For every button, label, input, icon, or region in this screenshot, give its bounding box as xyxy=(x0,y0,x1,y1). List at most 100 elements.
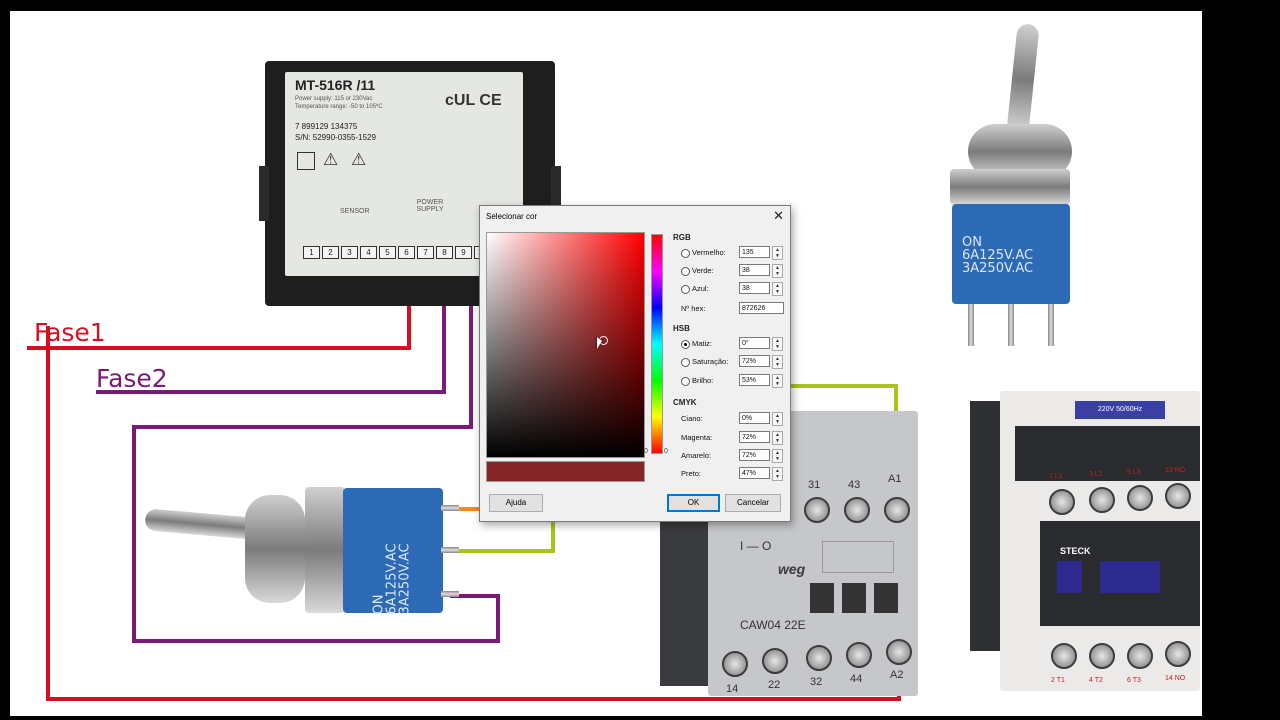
weg-terminal-bottom-label: 32 xyxy=(810,676,823,688)
controller-side-tab-left xyxy=(259,166,269,221)
hue-row: Matiz: 0° ▲▼ xyxy=(681,337,785,351)
terminal-screw-icon xyxy=(1127,643,1153,669)
ok-button[interactable]: OK xyxy=(667,494,720,512)
weg-terminal-bottom-label: 44 xyxy=(850,673,863,685)
double-insulation-icon xyxy=(297,152,315,170)
cancel-button[interactable]: Cancelar xyxy=(725,494,781,512)
mouse-pointer-icon xyxy=(597,337,602,349)
green-radio[interactable] xyxy=(681,267,690,276)
blue-label: Azul: xyxy=(692,284,709,293)
color-preview xyxy=(486,461,645,482)
weg-logo: weg xyxy=(778,561,806,577)
warning-triangle-icon: ⚠ xyxy=(323,150,339,169)
saturation-spinner[interactable]: ▲▼ xyxy=(772,355,783,369)
blue-radio[interactable] xyxy=(681,285,690,294)
terminal-screw-icon xyxy=(846,642,872,668)
hsb-header: HSB xyxy=(673,324,690,333)
yellow-row: Amarelo: 72% ▲▼ xyxy=(681,449,785,463)
contactor-weg: 31 43 A1 I — O weg CAW04 22E 14 22 32 44… xyxy=(660,411,922,701)
terminal-screw-icon xyxy=(1049,489,1075,515)
controller-model: MT-516R xyxy=(295,77,353,93)
blue-input[interactable]: 38 xyxy=(739,282,770,294)
hue-input[interactable]: 0° xyxy=(739,337,770,349)
weg-terminal-top-label: 43 xyxy=(848,479,861,491)
label-fase1: Fase1 xyxy=(34,318,106,347)
weg-terminal-bottom-label: 14 xyxy=(726,683,739,695)
weg-terminal-bottom-label: A2 xyxy=(890,669,904,681)
black-input[interactable]: 47% xyxy=(739,467,770,479)
cyan-input[interactable]: 0% xyxy=(739,412,770,424)
color-picker-dialog[interactable]: Selecionar cor ✕ 0 0 RGB Vermelho: 135 ▲… xyxy=(479,205,791,522)
terminal-7: 7 xyxy=(417,246,434,259)
close-icon[interactable]: ✕ xyxy=(773,208,784,223)
steck-terminal-bottom-label: 6 T3 xyxy=(1127,677,1141,684)
controller-temp-range: Temperature range: -50 to 105ºC xyxy=(295,104,383,110)
brightness-label: Brilho: xyxy=(692,376,714,385)
black-spinner[interactable]: ▲▼ xyxy=(772,467,783,481)
saturation-input[interactable]: 72% xyxy=(739,355,770,367)
controller-serial: S/N: 52990-0355-1529 xyxy=(295,133,376,142)
terminal-3: 3 xyxy=(341,246,358,259)
red-radio[interactable] xyxy=(681,249,690,258)
contactor-top-cover xyxy=(1015,426,1200,481)
terminal-6: 6 xyxy=(398,246,415,259)
switch-pin xyxy=(441,505,459,511)
saturation-row: Saturação: 72% ▲▼ xyxy=(681,355,785,369)
yellow-spinner[interactable]: ▲▼ xyxy=(772,449,783,463)
black-row: Preto: 47% ▲▼ xyxy=(681,467,785,481)
terminal-screw-icon xyxy=(844,497,870,523)
terminal-screw-icon xyxy=(1165,483,1191,509)
hue-radio[interactable] xyxy=(681,340,690,349)
green-input[interactable]: 38 xyxy=(739,264,770,276)
saturation-radio[interactable] xyxy=(681,358,690,367)
temperature-controller: MT-516R /11 Power supply: 115 or 230Vac … xyxy=(259,46,561,316)
wire-purple-loop xyxy=(132,231,500,643)
brightness-spinner[interactable]: ▲▼ xyxy=(772,374,783,388)
contactor-symbol: I — O xyxy=(740,539,772,553)
red-label: Vermelho: xyxy=(692,248,726,257)
steck-terminal-top-label: 13 NO xyxy=(1165,467,1186,474)
red-spinner[interactable]: ▲▼ xyxy=(772,246,783,260)
terminal-screw-icon xyxy=(886,639,912,665)
steck-terminal-top-label: 1 L1 xyxy=(1049,473,1063,480)
controller-barcode: 7 899129 134375 xyxy=(295,122,358,131)
caution-triangle-icon: ⚠ xyxy=(351,150,367,169)
controller-certification: cUL CE xyxy=(445,92,502,109)
magenta-input[interactable]: 72% xyxy=(739,431,770,443)
terminal-screw-icon xyxy=(1089,643,1115,669)
steck-window xyxy=(1057,561,1082,593)
magenta-spinner[interactable]: ▲▼ xyxy=(772,431,783,445)
cyan-label: Ciano: xyxy=(681,414,703,423)
brightness-input[interactable]: 53% xyxy=(739,374,770,386)
terminal-screw-icon xyxy=(1127,485,1153,511)
magenta-row: Magenta: 72% ▲▼ xyxy=(681,431,785,445)
green-spinner[interactable]: ▲▼ xyxy=(772,264,783,278)
terminal-8: 8 xyxy=(436,246,453,259)
brightness-radio[interactable] xyxy=(681,377,690,386)
cyan-spinner[interactable]: ▲▼ xyxy=(772,412,783,426)
terminal-screw-icon xyxy=(1089,487,1115,513)
switch-pin xyxy=(968,304,974,346)
toggle-switch-vertical: ON 6A125V.AC 3A250V.AC xyxy=(940,19,1080,349)
steck-terminal-bottom-label: 4 T2 xyxy=(1089,677,1103,684)
terminal-screw-icon xyxy=(806,645,832,671)
hue-slider[interactable] xyxy=(651,234,663,454)
contactor-steck: 220V 50/60Hz 1 L1 3 L2 5 L3 13 NO STECK … xyxy=(965,381,1202,701)
help-button[interactable]: Ajuda xyxy=(489,494,543,512)
red-input[interactable]: 135 xyxy=(739,246,770,258)
weg-terminal-top-label: A1 xyxy=(888,473,902,485)
yellow-input[interactable]: 72% xyxy=(739,449,770,461)
saturation-brightness-field[interactable] xyxy=(486,232,645,458)
cyan-row: Ciano: 0% ▲▼ xyxy=(681,412,785,426)
steck-rating-label: 220V 50/60Hz xyxy=(1075,401,1165,419)
hex-input[interactable]: 872626 xyxy=(739,302,784,314)
hue-spinner[interactable]: ▲▼ xyxy=(772,337,783,351)
switch-bracket xyxy=(305,487,345,613)
switch-bracket xyxy=(950,169,1070,205)
blue-spinner[interactable]: ▲▼ xyxy=(772,282,783,296)
contactor-vents xyxy=(810,583,900,613)
yellow-label: Amarelo: xyxy=(681,451,712,460)
controller-power-spec: Power supply: 115 or 230Vac xyxy=(295,96,373,102)
switch-lever xyxy=(1006,23,1040,135)
cmyk-header: CMYK xyxy=(673,398,697,407)
